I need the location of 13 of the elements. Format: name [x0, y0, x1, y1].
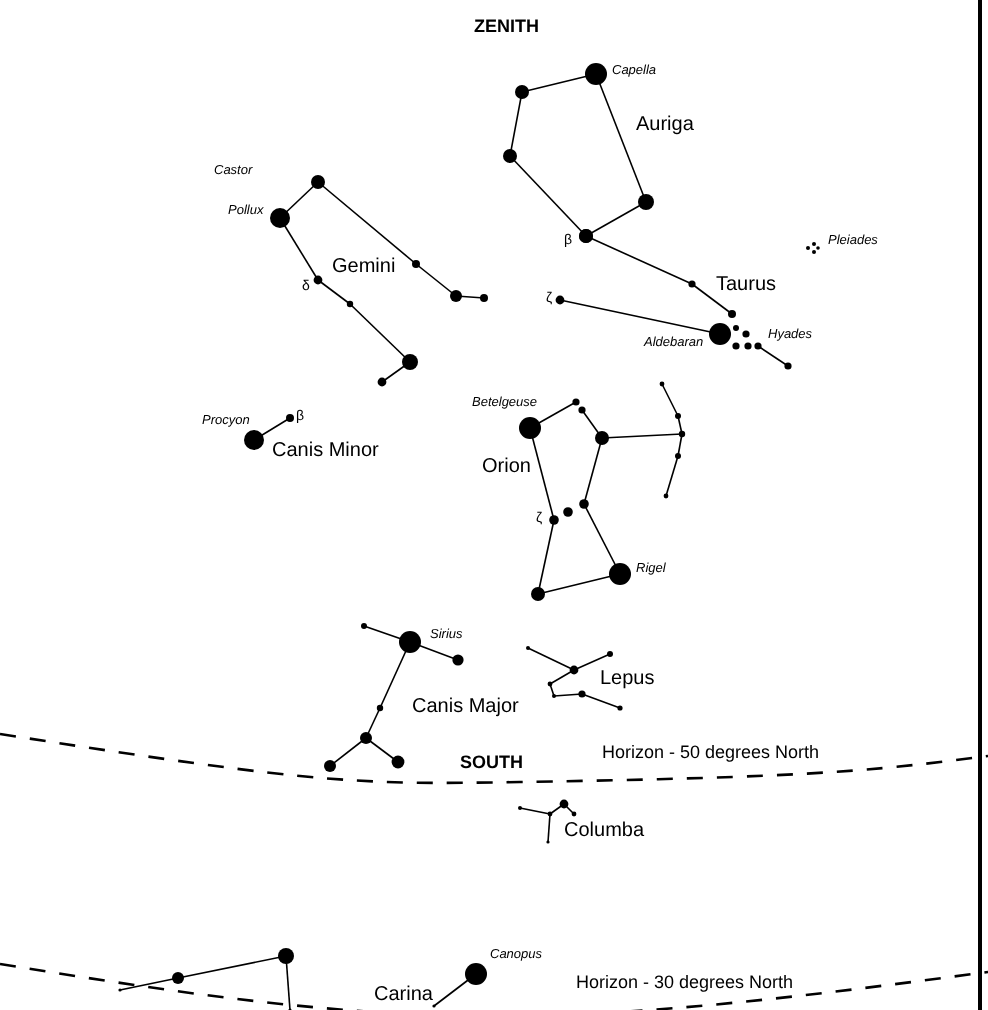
constellation-name: Lepus [600, 670, 655, 690]
direction-label: ZENITH [474, 18, 539, 36]
horizon-label: Horizon - 30 degrees North [576, 974, 794, 992]
constellation-name: Orion [482, 458, 531, 478]
constellation-name: Canis Major [412, 698, 519, 718]
constellation-name: Columba [564, 822, 645, 842]
constellation-name: Auriga [636, 116, 694, 136]
constellation-name: Canis Minor [272, 442, 379, 462]
constellation-name: Gemini [332, 258, 396, 278]
direction-label: SOUTH [460, 754, 523, 772]
horizon-label: Horizon - 50 degrees North [602, 744, 820, 762]
constellation-name: Carina [374, 986, 433, 1006]
constellation-name: Taurus [716, 276, 777, 296]
